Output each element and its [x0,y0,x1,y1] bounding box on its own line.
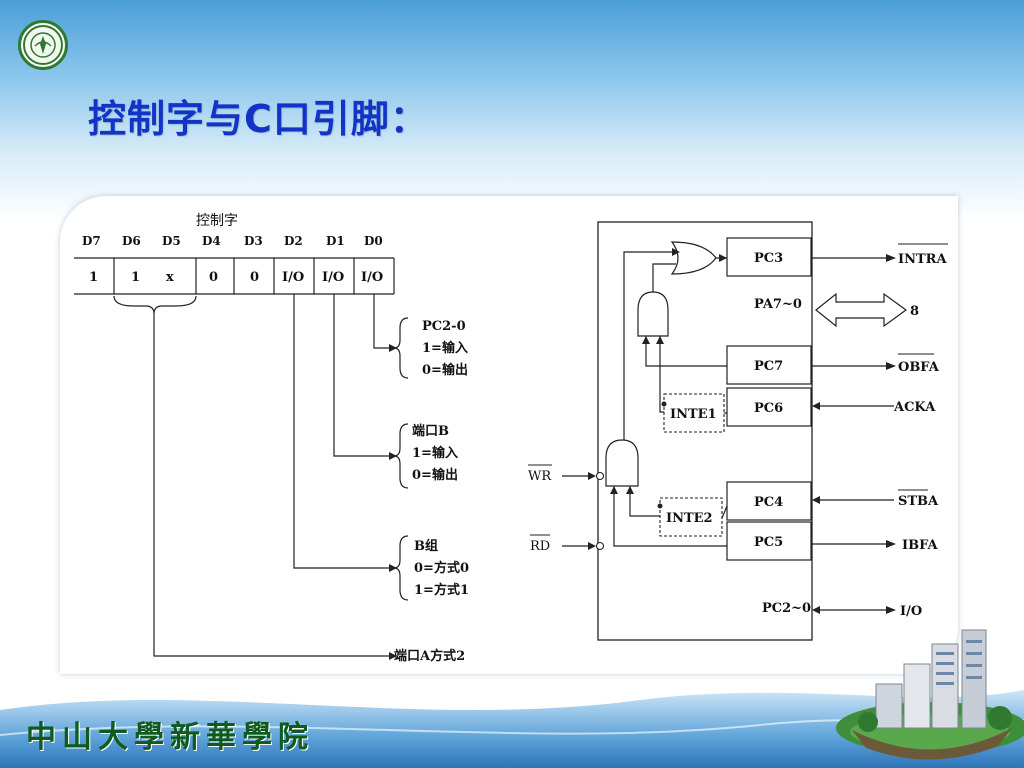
output-lines [812,257,894,611]
intr-label: INTRA [898,252,947,267]
wr-label: WR [528,469,552,484]
pc-group-line2: 0=输出 [422,362,468,378]
rd-label: RD [530,539,550,554]
port-b-line1: 1=输入 [412,445,458,461]
header-gradient [0,0,1024,220]
ack-label: ACKA [893,400,936,415]
campus-island-icon [836,629,1024,760]
connector-arrowheads [389,344,397,660]
bit-header: D0 [364,234,383,248]
obf-label: OBFA [898,360,940,375]
overbars [528,243,948,536]
control-word-label: 控制字 [196,213,238,229]
bit-value: 1 [89,270,98,285]
pc20-label: PC2~0 [762,601,811,616]
pc4-label: PC4 [754,495,783,510]
and-gate-lower [605,439,639,487]
inte-boxes [659,393,725,537]
bit-headers: D7 D6 D5 D4 D3 D2 D1 D0 [82,234,383,248]
bit-header: D5 [162,234,181,248]
bit-value: 0 [250,270,259,285]
or-gate [670,241,717,275]
inte-labels: INTE1 INTE2 [666,407,717,526]
bit-header: D7 [82,234,101,248]
inte1-label: INTE1 [670,407,717,422]
bit-value: I/O [361,270,383,285]
pc-boxes [726,237,812,561]
school-name-footer: 中山大學新華學院 [26,720,314,755]
bit-value: 1 [131,270,140,285]
connector-lines [153,294,389,657]
pc3-label: PC3 [754,251,783,266]
pa-bus-arrow [815,292,908,328]
ibf-label: IBFA [902,538,939,553]
pc-group-line1: 1=输入 [422,340,468,356]
bit-value: 0 [209,270,218,285]
bit-header: D4 [202,234,221,248]
and-gate-upper [637,291,669,337]
port-a-mode: 端口A方式2 [394,648,465,664]
pc-labels: PC3 PA7~0 PC7 PC6 PC4 PC5 PC2~0 [754,251,811,616]
io-label: I/O [900,604,922,619]
logic-arrowheads [588,248,727,550]
pa-label: PA7~0 [754,297,802,312]
pc-group-title: PC2-0 [422,319,466,334]
group-b-title: B组 [414,538,438,554]
inte2-label: INTE2 [666,511,713,526]
group-b-line2: 1=方式1 [414,582,469,598]
bit-header: D2 [284,234,303,248]
option-texts: PC2-0 1=输入 0=输出 端口B 1=输入 0=输出 B组 0=方式0 1… [394,319,469,664]
d6-d5-brace [113,295,197,315]
stb-label: STBA [898,494,939,509]
control-word-diagram: 控制字 D7 D6 D5 D4 D3 D2 D1 D0 1 1 x 0 0 I/… [74,213,948,664]
port-b-line2: 0=输出 [412,467,458,483]
pc7-label: PC7 [754,359,783,374]
option-braces [393,317,409,601]
bit-value: x [166,270,174,285]
inverter-bubbles [595,471,605,551]
strobe-labels: WR RD [528,469,552,554]
bus-width-label: 8 [910,304,919,319]
school-emblem-icon [18,20,68,70]
pc5-label: PC5 [754,535,783,550]
bit-header: D6 [122,234,141,248]
bit-value: I/O [282,270,304,285]
bit-header: D1 [326,234,345,248]
output-arrowheads [812,254,896,614]
pc6-label: PC6 [754,401,783,416]
pin-labels: INTRA 8 OBFA ACKA STBA IBFA I/O [893,252,947,619]
group-b-line1: 0=方式0 [414,560,469,576]
port-c-frame [597,221,813,641]
bit-header: D3 [244,234,263,248]
slide-title: 控制字与C口引脚： [88,97,429,141]
register-values: 1 1 x 0 0 I/O I/O I/O [89,270,383,285]
port-b-title: 端口B [412,423,449,439]
bit-value: I/O [322,270,344,285]
register-cells [74,257,395,295]
logic-wires [562,251,728,547]
